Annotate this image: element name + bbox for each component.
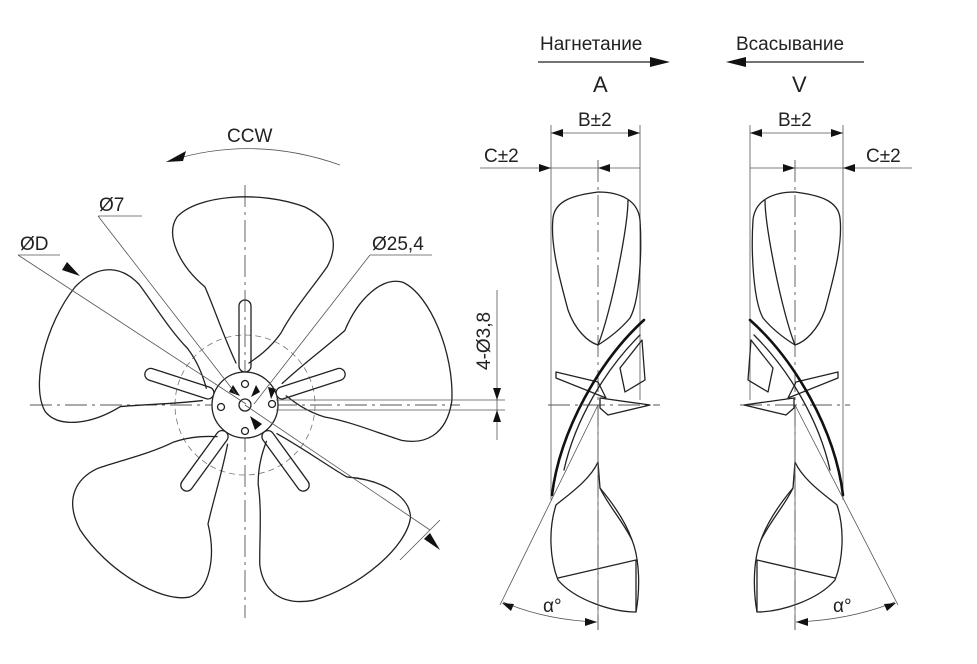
blowing-c-arrow-right	[598, 164, 610, 172]
blowing-b-arrow-left	[551, 129, 563, 137]
blade-5	[24, 256, 234, 462]
suction-alpha-leg-1	[794, 404, 899, 606]
outer-diameter-arrowhead	[62, 262, 80, 276]
blowing-direction-label: Нагнетание	[540, 34, 642, 55]
suction-c-arrow-right	[843, 164, 855, 172]
suction-upper-blade-inner	[764, 199, 796, 346]
outer-diameter-arrowhead-2	[424, 533, 440, 550]
blowing-alpha-arrow-right	[585, 618, 597, 626]
blowing-blade-swept-edge-inner	[563, 334, 641, 471]
blowing-alpha-leg-1	[499, 404, 599, 606]
mounting-hole-left	[216, 402, 226, 412]
suction-fin-mid	[743, 397, 795, 416]
suction-c-arrow-left	[783, 164, 795, 172]
front-view: CCW Ø7 ØD Ø25,4 4-Ø3,8	[17, 126, 505, 626]
blowing-lower-blade-inner	[599, 487, 633, 541]
mounting-hole-bottom	[240, 426, 250, 436]
side-view-suction: Всасывание V B±2 C±2	[726, 34, 912, 630]
blowing-angle-label: α°	[543, 596, 562, 617]
blowing-fin-upper	[555, 371, 607, 399]
suction-angle-label: α°	[833, 596, 852, 617]
suction-direction-label: Всасывание	[736, 34, 844, 55]
spider-arm-2	[275, 367, 346, 400]
blowing-blade-swept-edge	[550, 318, 646, 497]
blowing-lower-blade	[550, 461, 640, 613]
mounting-hole-right	[267, 399, 277, 409]
mounting-holes-label: 4-Ø3,8	[474, 312, 495, 370]
blowing-offset-label: C±2	[484, 146, 519, 167]
suction-fin-upper	[787, 371, 839, 399]
suction-fin-left	[747, 339, 774, 393]
outer-diameter-dim-line	[244, 404, 431, 531]
blowing-fin-mid	[599, 397, 651, 416]
bolt-circle-label: Ø25,4	[372, 234, 424, 255]
hub-arrow-4	[268, 387, 276, 399]
outer-diameter-leader	[17, 254, 247, 405]
hub-arrow-1	[229, 385, 240, 396]
blowing-upper-blade-inner	[597, 199, 629, 346]
blowing-b-arrow-right	[628, 129, 640, 137]
suction-offset-label: C±2	[866, 146, 901, 167]
mounting-hole-top	[240, 379, 250, 389]
blowing-direction-arrowhead	[650, 57, 670, 67]
blowing-fin-right	[619, 339, 646, 393]
hub-arrow-3	[250, 416, 262, 430]
outer-diameter-extension	[399, 519, 441, 561]
suction-width-label: B±2	[778, 110, 812, 131]
blowing-alpha-arrow-left	[502, 603, 514, 611]
mounting-holes-arrow-bottom	[493, 410, 501, 422]
hub-bore-leader	[97, 215, 237, 395]
spider-arm-4	[180, 429, 229, 492]
suction-lower-blade	[753, 461, 843, 613]
suction-direction-arrowhead	[726, 57, 746, 67]
blade-root-circle	[174, 334, 316, 476]
side-view-blowing: Нагнетание A B±2 C±2	[480, 34, 670, 630]
suction-blade-swept-edge	[748, 318, 845, 497]
suction-blade-swept-edge-inner	[753, 334, 831, 471]
blowing-width-label: B±2	[578, 110, 612, 131]
suction-lower-blade-fold	[756, 559, 836, 613]
suction-view-letter: V	[792, 72, 807, 97]
blowing-lower-blade-fold	[557, 559, 637, 613]
blowing-c-arrow-left	[539, 164, 551, 172]
rotation-arrowhead	[166, 151, 186, 162]
suction-b-arrow-right	[831, 129, 843, 137]
hub-bore-label: Ø7	[99, 195, 124, 216]
suction-alpha-arrow-right	[884, 603, 896, 611]
blade-2	[261, 271, 471, 477]
blowing-view-letter: A	[593, 72, 608, 97]
hub-arrow-2	[251, 385, 260, 397]
outer-diameter-label: ØD	[20, 234, 49, 255]
rotation-label: CCW	[227, 126, 272, 147]
mounting-holes-arrow-top	[493, 388, 501, 400]
suction-alpha-arrow-left	[796, 618, 808, 626]
rotation-arc	[171, 148, 341, 166]
blade-1	[172, 196, 334, 364]
suction-lower-blade-inner	[760, 487, 794, 541]
suction-b-arrow-left	[750, 129, 762, 137]
hub-bore	[238, 398, 252, 412]
bolt-circle-leader	[253, 254, 371, 405]
